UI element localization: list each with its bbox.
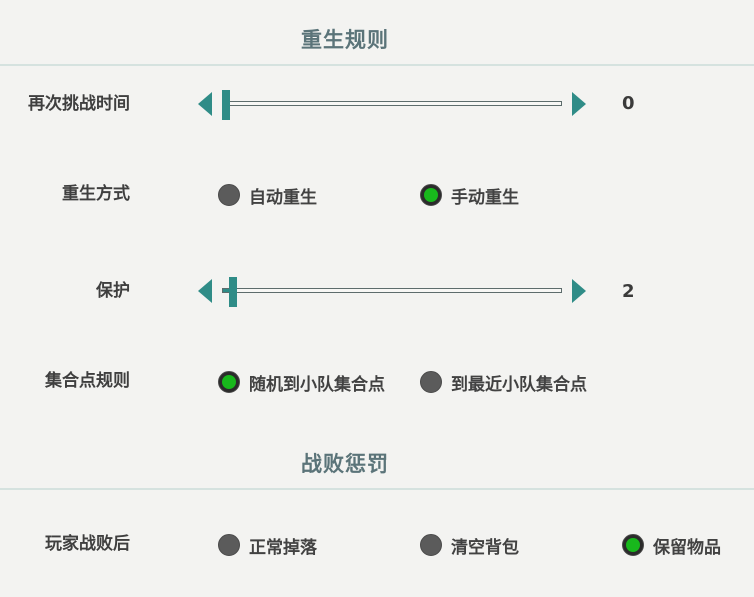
slider-thumb[interactable] <box>228 277 237 307</box>
decrease-arrow-icon[interactable] <box>198 279 212 303</box>
radio-label: 随机到小队集合点 <box>249 374 385 395</box>
radio-icon[interactable] <box>218 534 240 556</box>
section-title-defeat-penalty: 战败惩罚 <box>301 452 389 476</box>
slider-track[interactable] <box>222 288 562 293</box>
section-title-respawn-rules: 重生规则 <box>301 28 389 52</box>
radio-icon[interactable] <box>420 184 442 206</box>
radio-label: 手动重生 <box>451 187 519 208</box>
rally-rule-label: 集合点规则 <box>45 371 130 391</box>
radio-keep-items[interactable]: 保留物品 <box>622 532 721 558</box>
radio-icon[interactable] <box>420 534 442 556</box>
respawn-mode-label: 重生方式 <box>62 184 130 204</box>
radio-icon[interactable] <box>622 534 644 556</box>
slider-fill <box>223 289 230 292</box>
protection-value: 2 <box>622 281 635 302</box>
challenge-time-label: 再次挑战时间 <box>28 94 130 114</box>
radio-auto-respawn[interactable]: 自动重生 <box>218 182 317 208</box>
increase-arrow-icon[interactable] <box>572 92 586 116</box>
radio-clear-backpack[interactable]: 清空背包 <box>420 532 519 558</box>
slider-thumb[interactable] <box>222 90 230 120</box>
radio-icon[interactable] <box>218 371 240 393</box>
radio-icon[interactable] <box>218 184 240 206</box>
protection-slider[interactable] <box>196 277 588 307</box>
slider-track[interactable] <box>222 101 562 106</box>
radio-icon[interactable] <box>420 371 442 393</box>
radio-label: 清空背包 <box>451 537 519 558</box>
after-defeat-label: 玩家战败后 <box>45 534 130 554</box>
challenge-time-slider[interactable] <box>196 90 588 120</box>
radio-label: 到最近小队集合点 <box>451 374 587 395</box>
section-divider <box>0 64 754 66</box>
section-divider <box>0 488 754 490</box>
radio-label: 正常掉落 <box>249 537 317 558</box>
radio-normal-drop[interactable]: 正常掉落 <box>218 532 317 558</box>
radio-manual-respawn[interactable]: 手动重生 <box>420 182 519 208</box>
radio-label: 保留物品 <box>653 537 721 558</box>
radio-label: 自动重生 <box>249 187 317 208</box>
decrease-arrow-icon[interactable] <box>198 92 212 116</box>
protection-label: 保护 <box>96 281 130 301</box>
radio-random-squad-rally[interactable]: 随机到小队集合点 <box>218 369 385 395</box>
challenge-time-value: 0 <box>622 93 635 114</box>
increase-arrow-icon[interactable] <box>572 279 586 303</box>
radio-nearest-squad-rally[interactable]: 到最近小队集合点 <box>420 369 587 395</box>
